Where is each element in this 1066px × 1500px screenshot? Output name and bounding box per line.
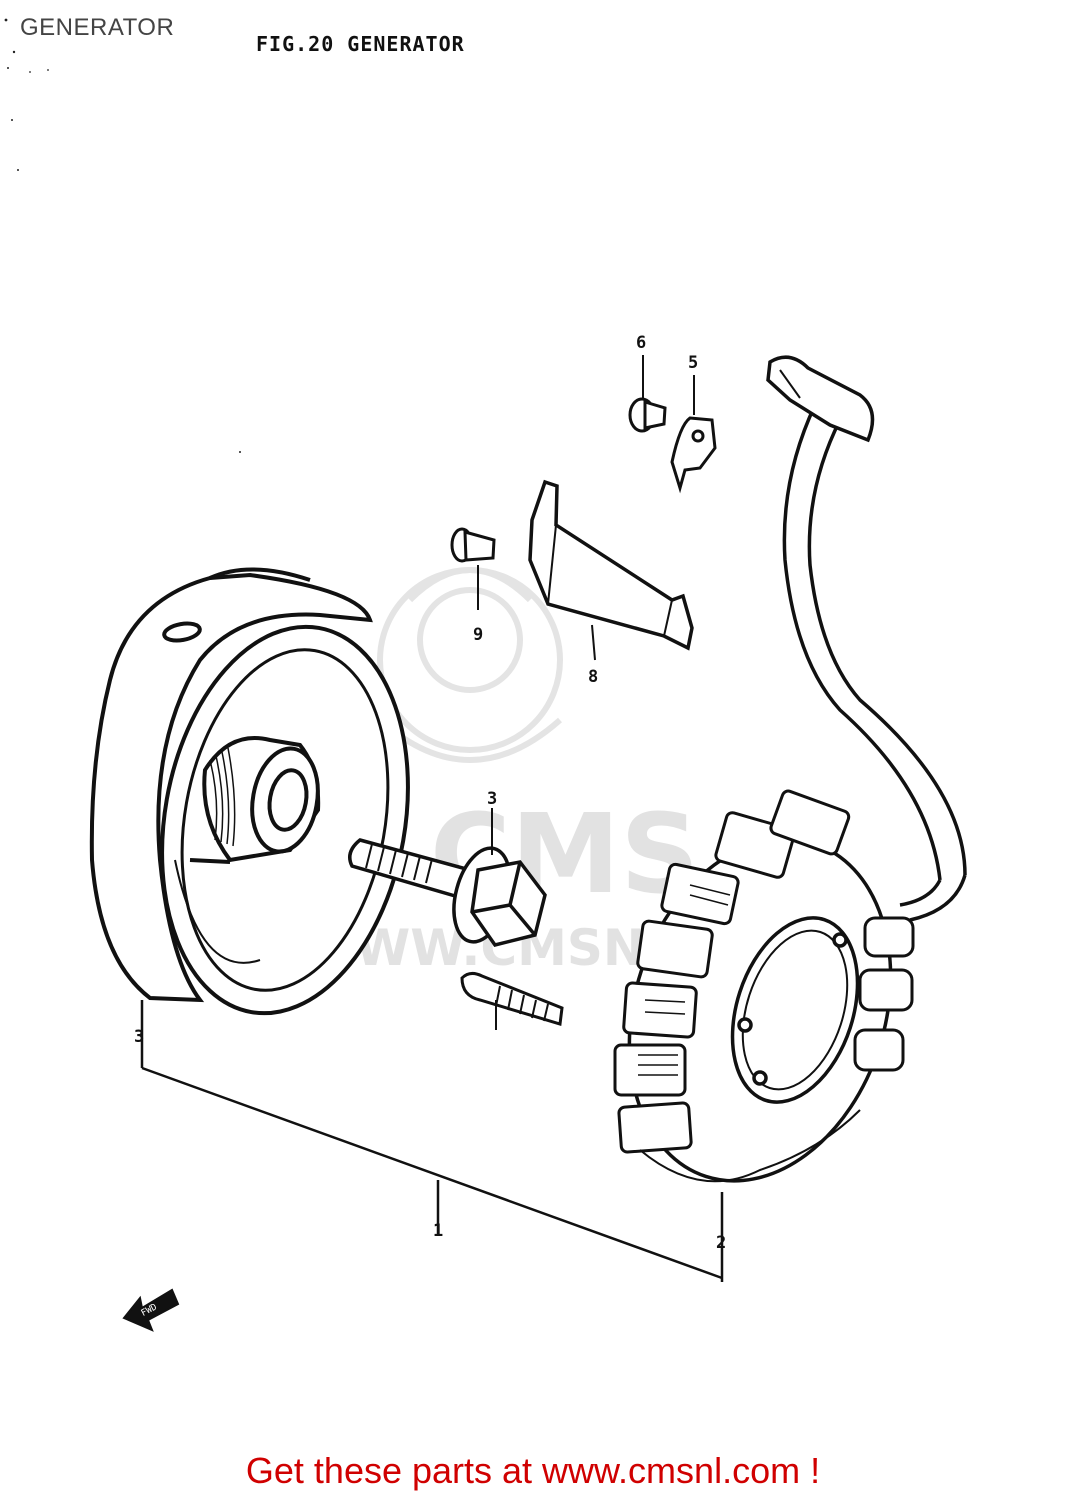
plate-screw	[450, 527, 496, 563]
scan-specks	[4, 18, 241, 453]
callout-9: 9	[473, 625, 483, 645]
callout-8: 8	[588, 667, 598, 687]
stator-lead-wire	[766, 355, 967, 922]
callout-6: 5	[688, 353, 698, 373]
page-title: GENERATOR	[20, 14, 175, 41]
lead-wire-plate	[528, 479, 694, 651]
rotor-bolt	[348, 838, 547, 947]
callout-3: 3	[134, 1027, 144, 1047]
leader-lines	[477, 355, 695, 1030]
stator-screw	[460, 971, 564, 1026]
footer-shop-link[interactable]: Get these parts at www.cmsnl.com !	[245, 1450, 821, 1491]
rotor-flywheel	[89, 567, 410, 1016]
callout-5: 3	[487, 789, 497, 809]
callout-1: 1	[433, 1221, 443, 1241]
assembly-bracket	[140, 1000, 724, 1282]
callout-2: 2	[716, 1233, 726, 1253]
generator-exploded-diagram: CMS WWW.CMSNL.COM	[4, 18, 967, 1332]
callout-7: 6	[636, 333, 646, 353]
cms-watermark	[377, 567, 563, 763]
forward-direction-arrow: FWD	[122, 1288, 180, 1332]
figure-title: FIG.20 GENERATOR	[256, 32, 465, 56]
stator	[613, 789, 915, 1183]
wire-clamp	[670, 416, 717, 494]
clamp-screw	[628, 397, 667, 433]
